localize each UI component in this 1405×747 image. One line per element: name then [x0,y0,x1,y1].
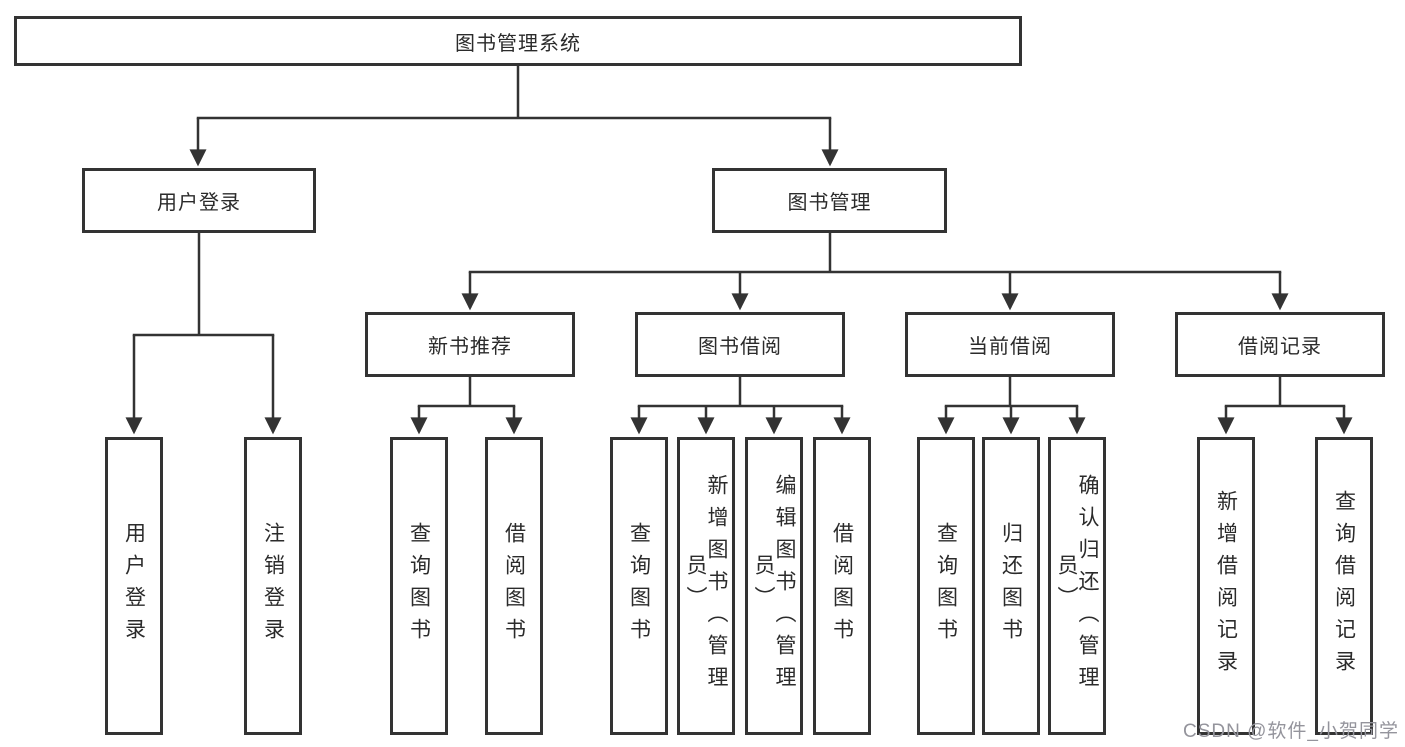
leaf-records-query-record: 查询借阅记录 [1315,437,1373,735]
leaf-current-return-books: 归还图书 [982,437,1040,735]
leaf-logout: 注销登录 [244,437,302,735]
node-user-login-group: 用户登录 [82,168,316,233]
leaf-user-login: 用户登录 [105,437,163,735]
leaf-borrowing-query-books: 查询图书 [610,437,668,735]
node-book-borrowing: 图书借阅 [635,312,845,377]
leaf-borrowing-borrow-books: 借阅图书 [813,437,871,735]
node-borrowing-records: 借阅记录 [1175,312,1385,377]
leaf-records-add-record: 新增借阅记录 [1197,437,1255,735]
connector-borrowing-to-leaves [630,377,851,435]
leaf-borrowing-add-books-admin: 新增图书（管理员） [677,437,735,735]
leaf-current-confirm-return-admin: 确认归还（管理员） [1048,437,1106,735]
leaf-recommend-borrow-books: 借阅图书 [485,437,543,735]
connector-bookmgmt-to-level3 [461,233,1289,311]
node-root-library-management-system: 图书管理系统 [14,16,1022,66]
csdn-watermark: CSDN @软件_小贺同学 [1183,721,1399,742]
leaf-current-query-books: 查询图书 [917,437,975,735]
connector-current-to-leaves [937,377,1086,435]
node-current-borrowing: 当前借阅 [905,312,1115,377]
connector-records-to-leaves [1217,377,1353,435]
node-book-management: 图书管理 [712,168,947,233]
connector-root-to-level2 [189,66,839,167]
connector-userlogin-to-leaves [125,233,282,435]
leaf-recommend-query-books: 查询图书 [390,437,448,735]
connector-recommend-to-leaves [410,377,523,435]
leaf-borrowing-edit-books-admin: 编辑图书（管理员） [745,437,803,735]
node-new-book-recommend: 新书推荐 [365,312,575,377]
